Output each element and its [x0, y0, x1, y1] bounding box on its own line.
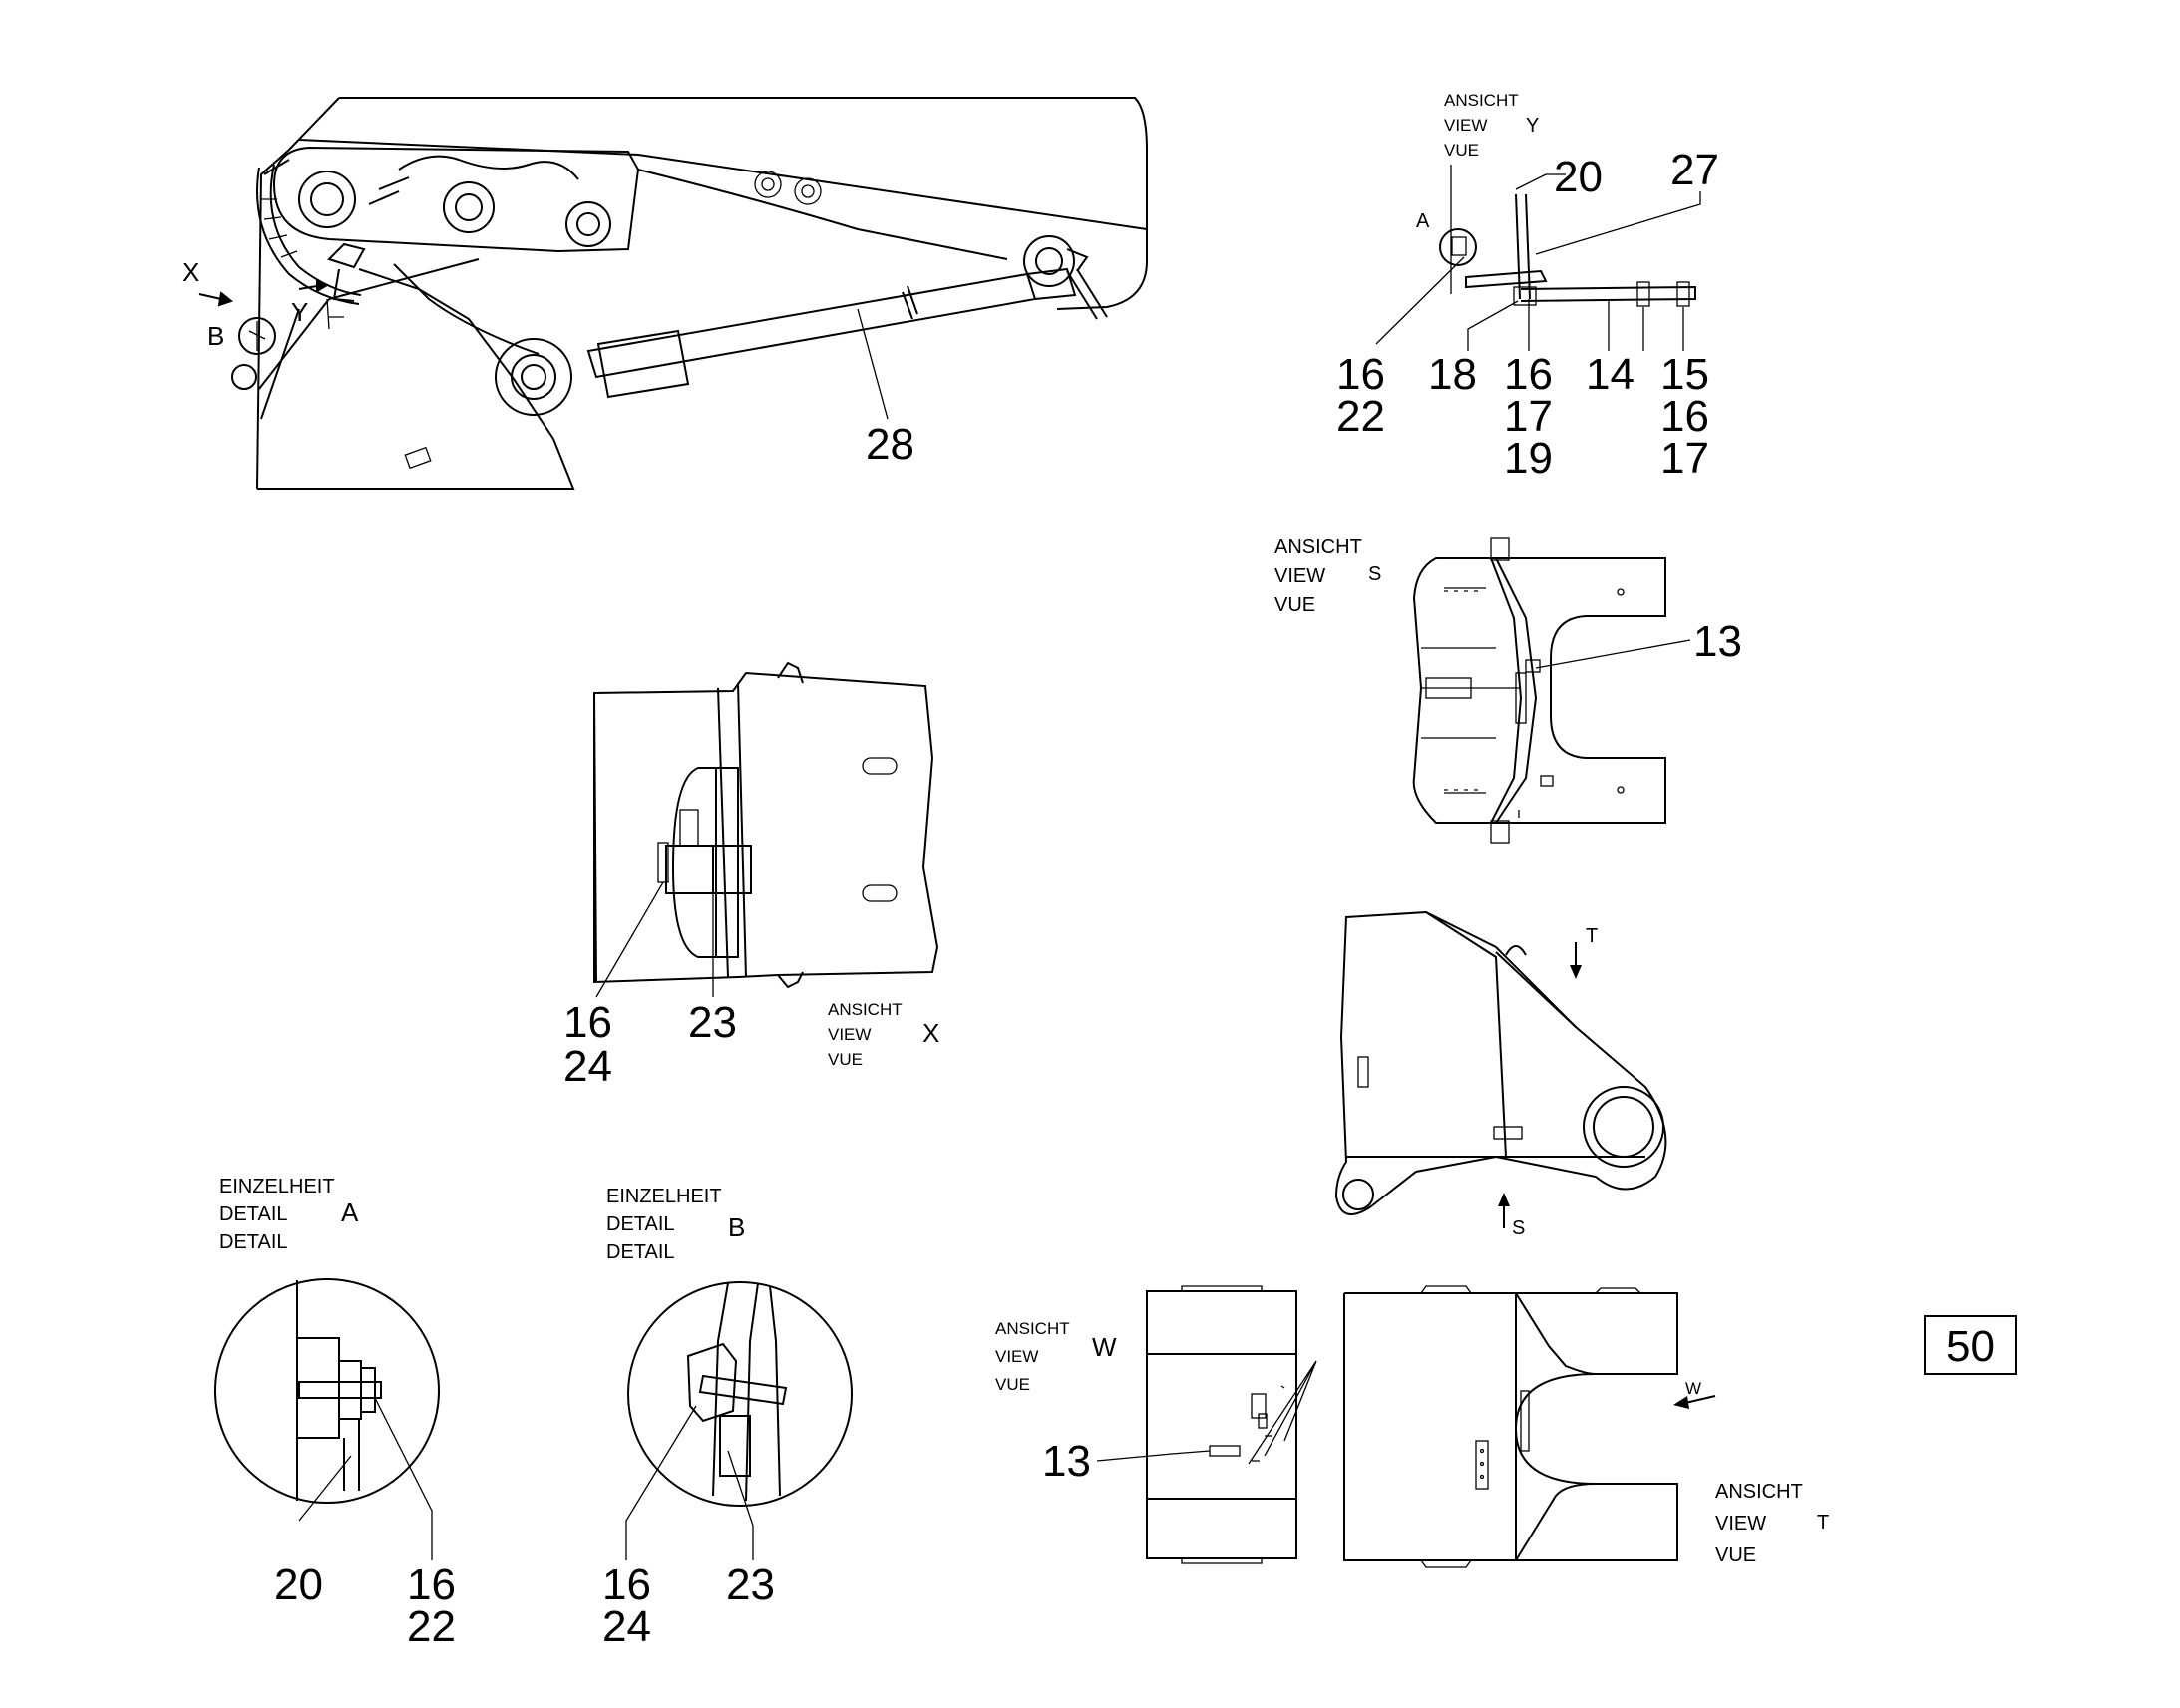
view-x-marker: X — [182, 257, 199, 287]
view-y-caption-line2: VIEW — [1444, 116, 1487, 135]
side-view-arrow-t: T — [1586, 925, 1598, 947]
view-w-diagram: ANSICHT VIEW VUE W 13 — [995, 1285, 1317, 1564]
view-s-caption-line3: VUE — [1274, 594, 1315, 616]
view-s-label-13: 13 — [1693, 617, 1742, 666]
view-x-diagram: 16 24 23 ANSICHT VIEW VUE X — [563, 661, 939, 1091]
side-view-arrow-s: S — [1512, 1217, 1525, 1239]
detail-a-caption-line2: DETAIL — [219, 1203, 288, 1225]
view-y-marker: Y — [291, 297, 308, 327]
page-number-box: 50 — [1924, 1315, 2017, 1375]
view-x-caption-line2: VIEW — [828, 1025, 871, 1044]
detail-b-diagram: EINZELHEIT DETAIL DETAIL B 16 24 23 — [602, 1186, 853, 1651]
side-view-diagram: T S — [1334, 910, 1667, 1239]
view-y-label-16a: 16 — [1336, 350, 1385, 399]
view-y-label-15: 15 — [1660, 350, 1709, 399]
detail-b-label-24: 24 — [602, 1602, 651, 1651]
view-s-letter: S — [1368, 563, 1381, 585]
view-x-caption-line1: ANSICHT — [828, 1000, 903, 1019]
view-y-label-17a: 17 — [1504, 392, 1553, 441]
view-s-diagram: ANSICHT VIEW VUE S 13 — [1274, 536, 1742, 844]
view-y-label-17b: 17 — [1660, 434, 1709, 483]
view-w-caption-line1: ANSICHT — [995, 1319, 1070, 1338]
view-y-label-14: 14 — [1586, 350, 1635, 399]
detail-b-label-23: 23 — [726, 1560, 775, 1609]
view-s-caption-line1: ANSICHT — [1274, 536, 1362, 558]
detail-b-caption-line3: DETAIL — [606, 1241, 675, 1263]
view-x-caption-line3: VUE — [828, 1050, 863, 1069]
detail-b-marker: B — [207, 321, 224, 351]
view-w-letter: W — [1092, 1332, 1117, 1362]
part-label-28: 28 — [866, 420, 914, 469]
view-t-caption-line2: VIEW — [1715, 1513, 1766, 1535]
view-y-label-19: 19 — [1504, 434, 1553, 483]
detail-a-label-16: 16 — [407, 1560, 456, 1609]
view-x-label-24: 24 — [563, 1042, 612, 1091]
view-t-diagram: W ANSICHT VIEW VUE T — [1343, 1285, 1829, 1568]
view-t-arrow-w: W — [1685, 1379, 1701, 1398]
view-y-diagram: ANSICHT VIEW VUE Y A 20 27 16 22 18 16 1… — [1336, 91, 1719, 483]
view-x-label-23: 23 — [688, 998, 737, 1047]
view-w-caption-line2: VIEW — [995, 1347, 1038, 1366]
view-y-label-20: 20 — [1554, 153, 1603, 201]
boom-main-view: X Y B 28 — [182, 97, 1148, 490]
detail-a-label-20: 20 — [274, 1560, 323, 1609]
view-w-label-13: 13 — [1042, 1437, 1091, 1486]
page-number: 50 — [1946, 1322, 1995, 1371]
view-y-label-16c: 16 — [1660, 392, 1709, 441]
view-y-label-18: 18 — [1428, 350, 1477, 399]
view-y-letter: Y — [1526, 115, 1539, 137]
view-y-label-16b: 16 — [1504, 350, 1553, 399]
detail-b-letter: B — [728, 1212, 745, 1242]
detail-b-label-16: 16 — [602, 1560, 651, 1609]
detail-a-letter: A — [341, 1197, 359, 1227]
view-x-label-16: 16 — [563, 998, 612, 1047]
detail-a-label-22: 22 — [407, 1602, 456, 1651]
detail-b-caption-line1: EINZELHEIT — [606, 1186, 722, 1207]
view-y-label-22: 22 — [1336, 392, 1385, 441]
view-y-caption-line3: VUE — [1444, 141, 1479, 160]
view-x-letter: X — [922, 1018, 939, 1048]
view-y-caption-line1: ANSICHT — [1444, 91, 1519, 110]
view-t-letter: T — [1817, 1512, 1829, 1534]
detail-a-marker: A — [1416, 210, 1430, 232]
view-t-caption-line3: VUE — [1715, 1544, 1756, 1566]
view-w-caption-line3: VUE — [995, 1375, 1030, 1394]
detail-a-caption-line3: DETAIL — [219, 1231, 288, 1253]
view-y-label-27: 27 — [1670, 146, 1719, 194]
detail-a-caption-line1: EINZELHEIT — [219, 1176, 335, 1197]
detail-a-diagram: EINZELHEIT DETAIL DETAIL A 20 16 22 — [214, 1176, 456, 1651]
detail-b-caption-line2: DETAIL — [606, 1213, 675, 1235]
view-s-caption-line2: VIEW — [1274, 565, 1325, 587]
view-t-caption-line1: ANSICHT — [1715, 1481, 1803, 1503]
